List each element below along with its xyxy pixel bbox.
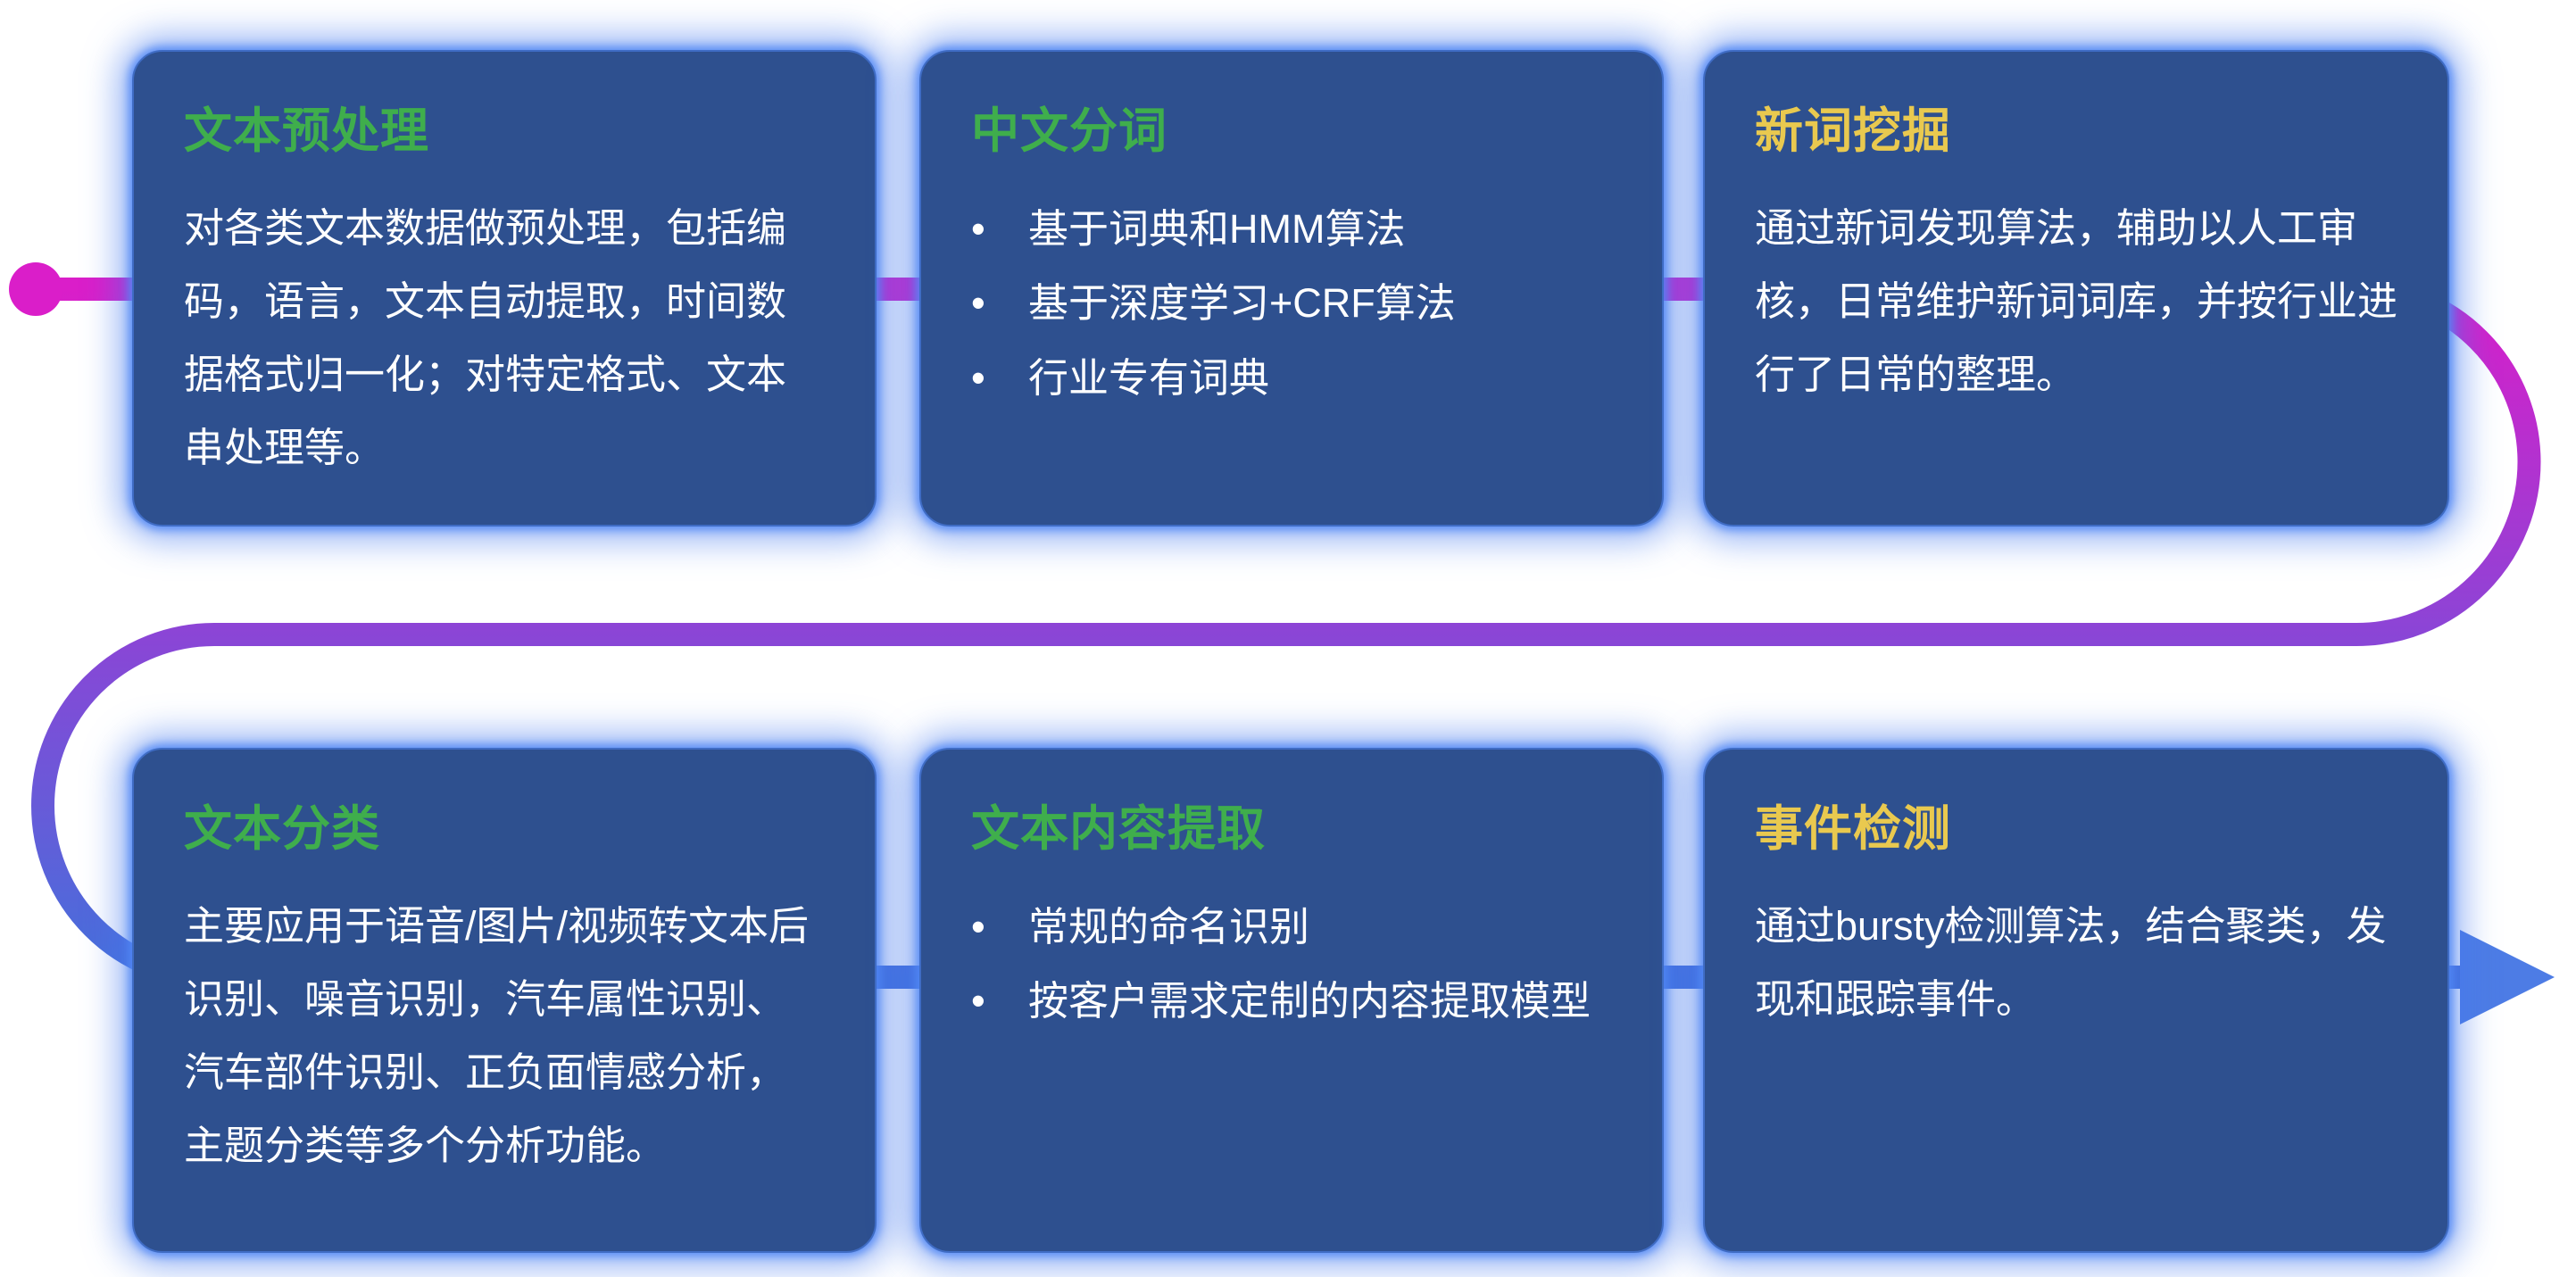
card-bullet-list: • 常规的命名识别 • 按客户需求定制的内容提取模型: [971, 890, 1612, 1039]
card-title: 文本内容提取: [971, 802, 1266, 856]
bullet-dot-icon: •: [971, 206, 985, 252]
card-body: 对各类文本数据做预处理，包括编码，语言，文本自动提取，时间数据格式归一化；对特定…: [184, 205, 787, 470]
card-title: 中文分词: [971, 104, 1168, 158]
bullet-item: • 常规的命名识别: [971, 890, 1612, 964]
bullet-dot-icon: •: [971, 280, 985, 327]
bullet-text: 基于深度学习+CRF算法: [1028, 280, 1456, 327]
card-text-preprocessing: 文本预处理 对各类文本数据做预处理，包括编码，语言，文本自动提取，时间数据格式归…: [132, 50, 877, 527]
flow-start-dot: [9, 262, 62, 316]
bullet-item: • 基于深度学习+CRF算法: [971, 266, 1612, 340]
bullet-text: 常规的命名识别: [1028, 904, 1310, 949]
bullet-text: 行业专有词典: [1028, 354, 1270, 401]
card-event-detection: 事件检测 通过bursty检测算法，结合聚类，发现和跟踪事件。: [1703, 748, 2449, 1253]
card-title: 文本预处理: [184, 104, 429, 158]
bullet-dot-icon: •: [971, 354, 985, 401]
card-body: 通过新词发现算法，辅助以人工审核，日常维护新词词库，并按行业进行了日常的整理。: [1755, 205, 2398, 397]
flow-line: [24, 278, 2541, 989]
bullet-text: 按客户需求定制的内容提取模型: [1028, 978, 1591, 1024]
card-text-classification: 文本分类 主要应用于语音/图片/视频转文本后识别、噪音识别，汽车属性识别、汽车部…: [132, 748, 877, 1253]
card-body: 主要应用于语音/图片/视频转文本后识别、噪音识别，汽车属性识别、汽车部件识别、正…: [184, 903, 810, 1168]
bullet-dot-icon: •: [971, 904, 985, 949]
card-new-word-mining: 新词挖掘 通过新词发现算法，辅助以人工审核，日常维护新词词库，并按行业进行了日常…: [1703, 50, 2449, 527]
card-text-content-extraction: 文本内容提取 • 常规的命名识别 • 按客户需求定制的内容提取模型: [919, 748, 1664, 1253]
bullet-dot-icon: •: [971, 978, 985, 1024]
card-chinese-word-segmentation: 中文分词 • 基于词典和HMM算法 • 基于深度学习+CRF算法 • 行业专有词…: [919, 50, 1664, 527]
card-title: 事件检测: [1755, 802, 1951, 856]
bullet-text: 基于词典和HMM算法: [1028, 206, 1406, 252]
bullet-item: • 基于词典和HMM算法: [971, 192, 1612, 266]
card-title: 文本分类: [184, 802, 380, 856]
bullet-item: • 行业专有词典: [971, 341, 1612, 415]
card-title: 新词挖掘: [1755, 104, 1951, 158]
card-body: 通过bursty检测算法，结合聚类，发现和跟踪事件。: [1755, 903, 2387, 1022]
bullet-item: • 按客户需求定制的内容提取模型: [971, 964, 1612, 1038]
flow-arrowhead-icon: [2460, 930, 2555, 1024]
card-bullet-list: • 基于词典和HMM算法 • 基于深度学习+CRF算法 • 行业专有词典: [971, 192, 1612, 415]
